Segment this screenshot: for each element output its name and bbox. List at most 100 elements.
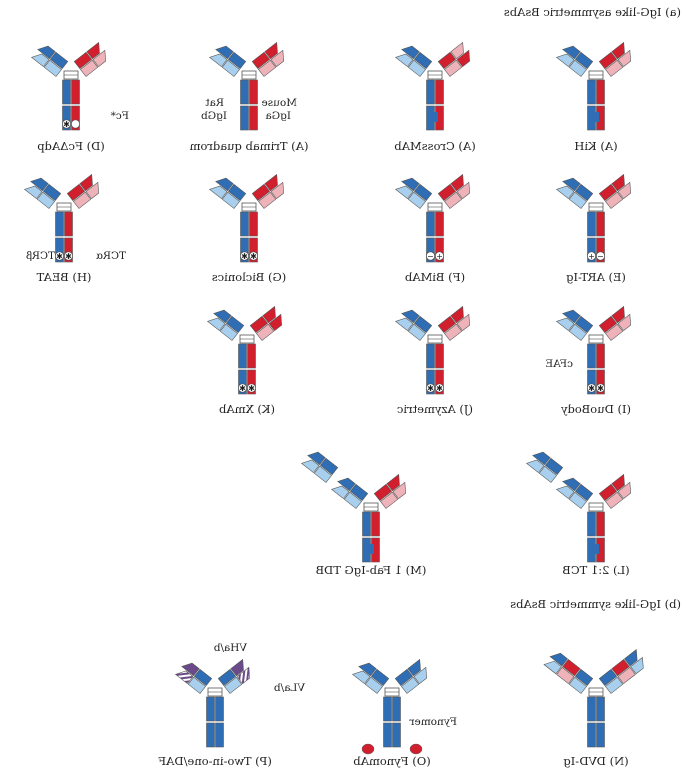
- kih-left-arm-heavy-1: [611, 41, 625, 60]
- duobody-mark-1: [586, 383, 597, 393]
- caption-dvdig: (N) DVD-Ig: [563, 754, 629, 768]
- dvdig-right-arm-light-1: [556, 666, 575, 685]
- duobody-ch2-1: [587, 343, 596, 369]
- biclonics-right-arm-heavy-1: [215, 177, 234, 192]
- beat-mark-sym-1: ✱: [56, 252, 63, 261]
- trimab-left-arm-light-0: [258, 59, 277, 77]
- xmab-left-arm-light-1: [268, 313, 282, 332]
- xmab-right-arm-heavy-0: [225, 315, 245, 334]
- bimab-left-arm-heavy-0: [437, 183, 457, 202]
- twoinone-left-arm-heavy-1: [230, 658, 244, 677]
- tcb-left-arm-heavy-1: [611, 473, 625, 492]
- beat-mark-sym-0: ✱: [65, 252, 72, 261]
- beat-ch2-1: [55, 211, 64, 237]
- annot-trimab-rat: Rat: [205, 97, 224, 109]
- antibody-biclonics: ✱✱: [208, 173, 284, 263]
- antibody-artig: −+: [555, 173, 631, 263]
- xmab-left-arm-light-0: [256, 323, 275, 341]
- bimab-left-arm-light-0: [444, 191, 463, 209]
- fynomab-left-arm-heavy-0: [394, 668, 414, 687]
- beat-left-arm-light-1: [85, 181, 99, 200]
- fynomab-fynomer-0: [409, 743, 423, 755]
- antibody-fabigg: [300, 451, 406, 563]
- annot-beat-tcra: TCRα: [95, 250, 126, 262]
- antibody-duobody: ✱✱: [555, 305, 631, 395]
- bimab-mark-0: [434, 251, 445, 261]
- annot-trimab-mouse: Mouse: [261, 97, 297, 109]
- fynomab-left-arm-light-1: [413, 666, 427, 685]
- tcb-extra-fab-light-0: [538, 465, 557, 483]
- trimab-right-arm-light-0: [221, 59, 240, 77]
- dvdig-right-arm-heavy-0: [574, 668, 594, 687]
- artig-mark-sym-0: −: [597, 252, 604, 261]
- xmab-mark-sym-1: ✱: [239, 384, 246, 393]
- bimab-ch3-1: [426, 237, 435, 263]
- xmab-ch2-1: [238, 343, 247, 369]
- crossmab-right-arm-light-0: [407, 59, 426, 77]
- twoinone-right-arm-heavy-1: [181, 662, 200, 677]
- biclonics-mark-sym-1: ✱: [241, 252, 248, 261]
- trimab-left-arm-light-1: [270, 49, 284, 68]
- tcb-right-arm-light-1: [555, 485, 575, 500]
- xmab-left-arm-heavy-0: [249, 315, 269, 334]
- dvdig-left-arm-heavy-0: [598, 668, 618, 687]
- fynomab-right-arm-heavy-0: [370, 668, 390, 687]
- annot-fynomer: Fynomer: [409, 716, 458, 728]
- biclonics-mark-1: [239, 251, 250, 261]
- fcdeltaadp-left-arm-heavy-0: [73, 51, 93, 70]
- bimab-left-arm-light-1: [456, 181, 470, 200]
- fynomab-fynomer-1: [361, 743, 375, 755]
- dvdig-right-arm-heavy-2: [549, 652, 568, 667]
- fabigg-ch2-1: [362, 511, 371, 537]
- artig-left-arm-heavy-0: [598, 183, 618, 202]
- trimab-right-arm-heavy-0: [227, 51, 247, 70]
- section-title-asymmetric: (a) IgG-like asymmetric BsAbs: [503, 5, 681, 19]
- duobody-left-arm-light-1: [617, 313, 631, 332]
- fcdeltaadp-mark-1: [61, 119, 72, 129]
- antibody-xmab: ✱✱: [206, 305, 282, 395]
- xmab-ch3-1: [238, 369, 247, 395]
- azymetric-mark-sym-1: ✱: [427, 384, 434, 393]
- twoinone-right-arm-light-0: [187, 676, 206, 694]
- biclonics-left-arm-light-1: [270, 181, 284, 200]
- antibody-trimab: [208, 41, 284, 131]
- beat-left-arm-heavy-1: [79, 173, 93, 192]
- crossmab-right-arm-heavy-1: [401, 45, 420, 60]
- dvdig-left-arm-light-1: [617, 666, 636, 685]
- tcb-knob: [593, 544, 599, 554]
- caption-trimab: (A) Trimab quadrom: [189, 139, 309, 153]
- fcdeltaadp-right-arm-heavy-1: [37, 45, 56, 60]
- dvdig-right-arm-light-0: [568, 676, 587, 694]
- tcb-ch2-0: [596, 511, 605, 537]
- artig-right-arm-heavy-0: [574, 183, 594, 202]
- twoinone-left-arm-light-1: [236, 666, 250, 685]
- dvdig-left-arm-light-0: [605, 676, 624, 694]
- artig-mark-sym-1: +: [588, 252, 595, 261]
- biclonics-ch2-0: [249, 211, 258, 237]
- fabigg-right-arm-heavy-0: [349, 483, 369, 502]
- duobody-ch3-0: [596, 369, 605, 395]
- caption-tcb: (L) 2:1 TCB: [562, 563, 630, 577]
- fynomab-left-arm-light-0: [401, 676, 420, 694]
- trimab-left-arm-heavy-1: [264, 41, 278, 60]
- xmab-mark-0: [246, 383, 257, 393]
- crossmab-right-arm-light-1: [394, 53, 414, 68]
- crossmab-left-arm-heavy-0: [437, 51, 457, 70]
- xmab-ch3-0: [247, 369, 256, 395]
- dvdig-left-arm-light-2: [630, 656, 644, 675]
- bimab-ch2-1: [426, 211, 435, 237]
- crossmab-right-arm-heavy-0: [413, 51, 433, 70]
- beat-right-arm-light-0: [36, 191, 55, 209]
- fabigg-extra-fab-heavy-0: [319, 457, 339, 476]
- biclonics-right-arm-light-1: [208, 185, 228, 200]
- fcdeltaadp-mark-0: [70, 119, 81, 129]
- biclonics-right-arm-heavy-0: [227, 183, 247, 202]
- artig-ch3-0: [596, 237, 605, 263]
- caption-fynomab: (O) FynomAb: [353, 754, 431, 768]
- fynomab-ch2-1: [383, 696, 392, 722]
- duobody-mark-0: [595, 383, 606, 393]
- bimab-right-arm-heavy-0: [413, 183, 433, 202]
- twoinone-left-arm-heavy-0: [217, 668, 237, 687]
- fabigg-right-arm-heavy-1: [337, 477, 356, 492]
- fcdeltaadp-right-arm-light-1: [30, 53, 50, 68]
